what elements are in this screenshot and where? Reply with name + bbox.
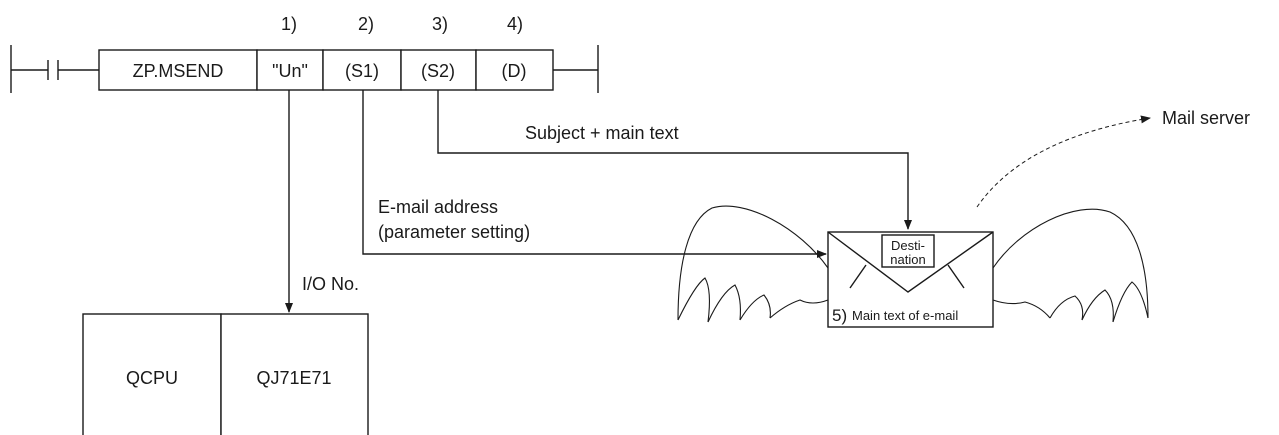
arg-box-d bbox=[475, 49, 554, 91]
instruction-name: ZP.MSEND bbox=[133, 61, 224, 81]
right-wing-icon bbox=[992, 208, 1149, 323]
instruction-box bbox=[98, 49, 258, 91]
left-wing-icon bbox=[677, 205, 829, 323]
marker-2: 2) bbox=[358, 14, 374, 34]
marker-3: 3) bbox=[432, 14, 448, 34]
module-qcpu: QCPU bbox=[126, 368, 178, 388]
arg-s1: (S1) bbox=[345, 61, 379, 81]
arg-d: (D) bbox=[502, 61, 527, 81]
subject-arrow bbox=[437, 90, 912, 230]
marker-4: 4) bbox=[507, 14, 523, 34]
destination-label-line1: Desti- bbox=[891, 238, 925, 253]
io-label: I/O No. bbox=[302, 274, 359, 294]
email-label-line2: (parameter setting) bbox=[378, 222, 530, 242]
arg-un: "Un" bbox=[272, 61, 308, 81]
destination-box bbox=[881, 234, 935, 268]
envelope-number: 5) bbox=[832, 306, 847, 325]
email-address-arrow bbox=[362, 90, 827, 258]
mail-server-arrow bbox=[976, 115, 1151, 208]
envelope-caption: Main text of e-mail bbox=[852, 308, 958, 323]
subject-label: Subject + main text bbox=[525, 123, 679, 143]
arg-box-s1 bbox=[322, 49, 402, 91]
module-qj71e71: QJ71E71 bbox=[256, 368, 331, 388]
destination-label-line2: nation bbox=[890, 252, 925, 267]
module-box-qj71e71 bbox=[220, 313, 369, 435]
mail-server-label: Mail server bbox=[1162, 108, 1250, 128]
marker-1: 1) bbox=[281, 14, 297, 34]
arg-box-un bbox=[256, 49, 324, 91]
module-box-qcpu bbox=[82, 313, 222, 435]
arg-s2: (S2) bbox=[421, 61, 455, 81]
email-label-line1: E-mail address bbox=[378, 197, 498, 217]
email-envelope: Desti- nation 5) Main text of e-mail bbox=[827, 231, 994, 328]
